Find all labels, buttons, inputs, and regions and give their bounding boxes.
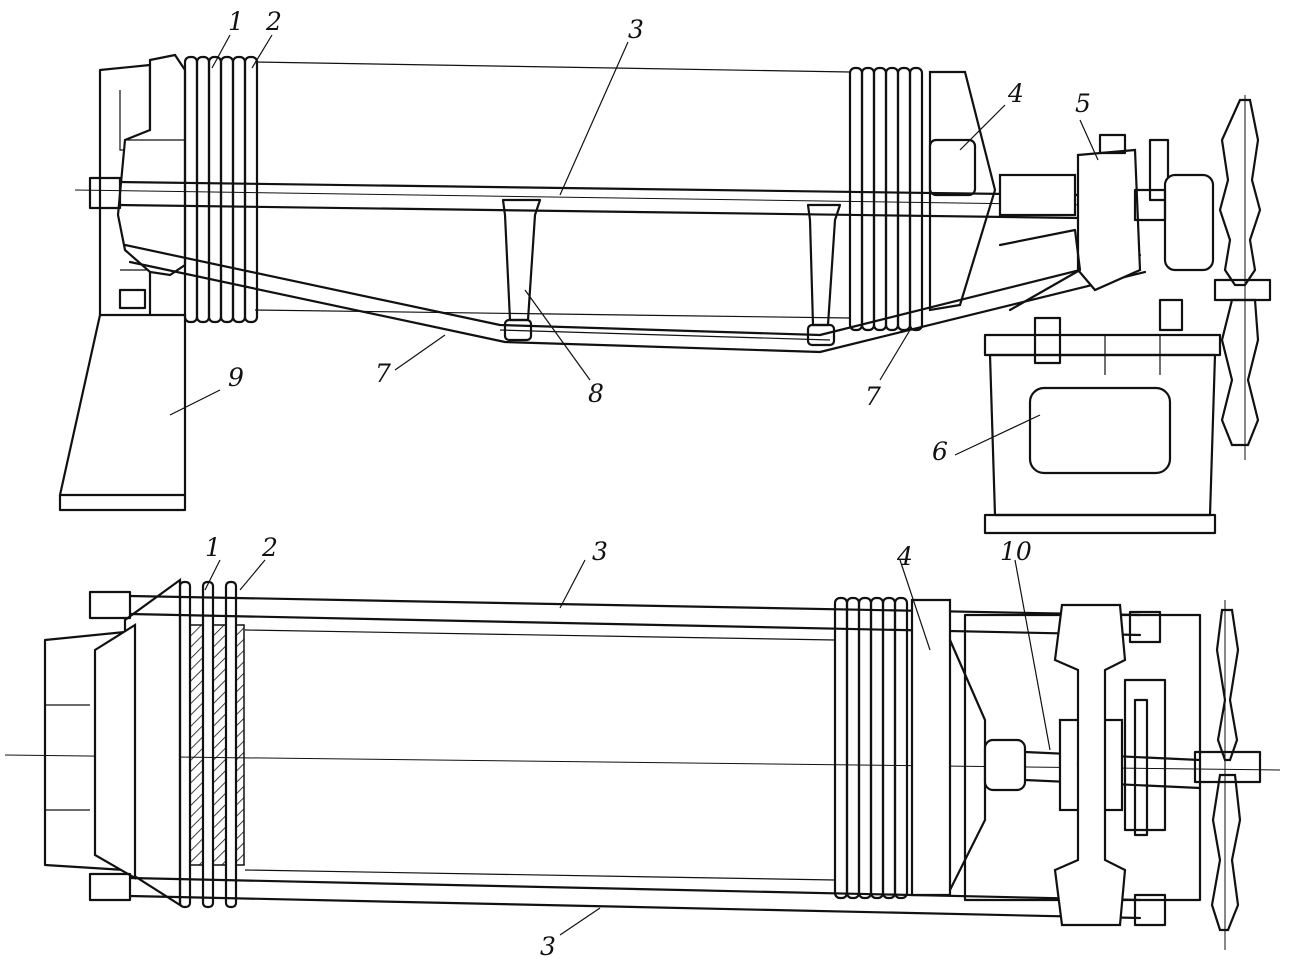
plan-movable-head bbox=[910, 598, 987, 897]
callout-2-bottom: 2 bbox=[261, 533, 278, 562]
callout-1-top: 1 bbox=[228, 7, 244, 36]
callout-6: 6 bbox=[932, 437, 948, 466]
plan-drive-screw bbox=[963, 603, 1202, 927]
plan-handwheel-icon bbox=[1193, 600, 1262, 950]
gearbox-stand bbox=[983, 298, 1222, 535]
callout-7-right: 7 bbox=[865, 382, 881, 411]
callout-2-top: 2 bbox=[265, 7, 282, 36]
callout-10: 10 bbox=[1000, 537, 1032, 566]
plan-plate-pack-right bbox=[833, 596, 909, 900]
callout-7-left: 7 bbox=[375, 359, 391, 388]
drive-unit bbox=[998, 133, 1215, 312]
callout-8: 8 bbox=[588, 379, 604, 408]
plan-view bbox=[4, 577, 1281, 950]
callout-9: 9 bbox=[228, 363, 244, 392]
fixed-head-plan bbox=[43, 577, 182, 908]
movable-head bbox=[928, 70, 997, 312]
handwheel-icon bbox=[1213, 95, 1272, 460]
leader-lines bbox=[169, 34, 1099, 936]
callout-3-bottom-upper: 3 bbox=[592, 537, 608, 566]
side-elevation-view bbox=[58, 53, 1272, 535]
callout-5: 5 bbox=[1075, 89, 1091, 118]
rod-support-right bbox=[806, 203, 842, 347]
callout-4-bottom: 4 bbox=[896, 542, 913, 571]
plate-pack-right bbox=[848, 66, 924, 332]
callout-labels: 1 2 3 4 5 6 7 7 8 9 1 2 3 4 10 3 bbox=[205, 7, 1091, 961]
plan-plate-pack-left bbox=[178, 580, 245, 909]
callout-3-bottom-lower: 3 bbox=[540, 932, 556, 961]
callout-4-top: 4 bbox=[1007, 79, 1024, 108]
plate-pack-left bbox=[183, 55, 259, 324]
plan-bottom-tie-rod bbox=[88, 872, 1142, 920]
fixed-head bbox=[116, 53, 187, 277]
left-stand bbox=[58, 63, 187, 512]
callout-1-bottom: 1 bbox=[205, 533, 221, 562]
top-tie-rod bbox=[74, 176, 1091, 220]
rod-support-left bbox=[501, 198, 542, 342]
callout-3-top: 3 bbox=[628, 15, 644, 44]
plan-top-tie-rod bbox=[88, 590, 1142, 637]
